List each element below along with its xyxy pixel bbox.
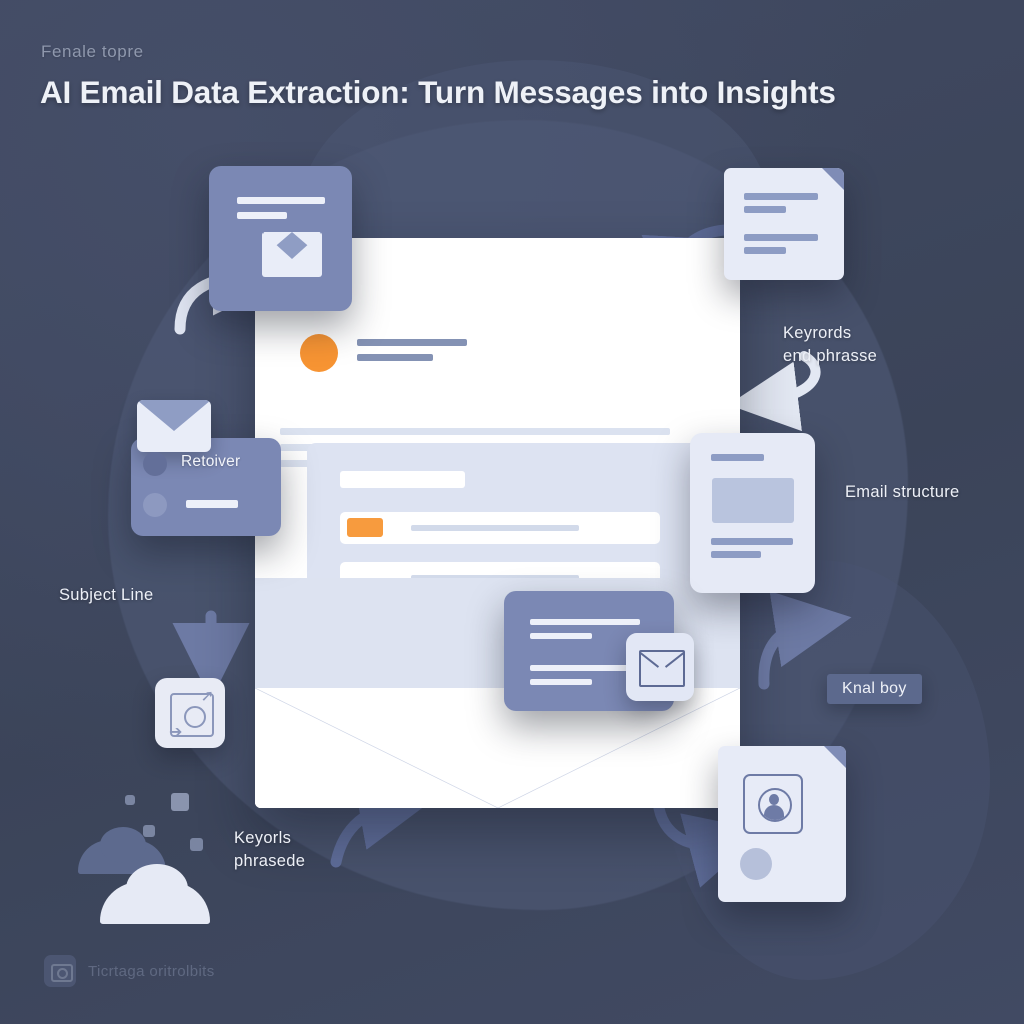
document-line bbox=[744, 206, 786, 213]
annotation-mail-body-badge: Knal boy bbox=[827, 674, 922, 704]
status-badge bbox=[347, 518, 383, 537]
sender-meta-bar bbox=[357, 354, 433, 361]
card-line bbox=[237, 197, 325, 204]
camera-icon bbox=[44, 955, 76, 987]
document-line bbox=[744, 193, 818, 200]
document-dot bbox=[740, 848, 772, 880]
card-line bbox=[530, 665, 640, 671]
envelope-fold-left bbox=[255, 688, 498, 808]
scan-icon: ➚ ➔ bbox=[169, 689, 214, 741]
arrow-up-right-icon: ➚ bbox=[200, 688, 214, 705]
person-icon bbox=[743, 774, 803, 834]
scan-expand-chip[interactable]: ➚ ➔ bbox=[155, 678, 225, 748]
result-row[interactable] bbox=[340, 512, 660, 544]
contact-avatar bbox=[143, 493, 167, 517]
sparkle-square bbox=[171, 793, 189, 811]
card-line bbox=[530, 633, 592, 639]
sparkle-square bbox=[143, 825, 155, 837]
card-line bbox=[237, 212, 287, 219]
image-placeholder bbox=[712, 478, 794, 523]
central-email-panel[interactable] bbox=[255, 238, 740, 808]
envelope-icon bbox=[262, 232, 322, 277]
eyebrow-text: Fenale topre bbox=[41, 42, 144, 61]
arrow-down-left-icon: ➔ bbox=[169, 724, 183, 741]
document-line bbox=[744, 234, 818, 241]
result-row-text bbox=[411, 525, 579, 531]
receiver-label: Retoiver bbox=[181, 453, 241, 470]
envelope-icon bbox=[137, 400, 211, 452]
sparkle-square bbox=[125, 795, 135, 805]
card-line bbox=[530, 619, 640, 625]
avatar bbox=[300, 334, 338, 372]
receiver-contact-card[interactable]: Retoiver bbox=[131, 400, 281, 536]
envelope-outline-icon bbox=[639, 650, 685, 687]
card-line bbox=[530, 679, 592, 685]
inbox-envelope-card[interactable] bbox=[209, 166, 352, 311]
annotation-keywords-right: Keyrords end phrasse bbox=[783, 324, 878, 366]
document-lines-card[interactable] bbox=[724, 168, 844, 280]
profile-document-card[interactable] bbox=[718, 746, 846, 902]
scan-icon-circle bbox=[184, 706, 206, 728]
watermark: Ticrtaga oritrolbits bbox=[44, 955, 215, 987]
contact-avatar bbox=[143, 452, 167, 476]
annotation-email-structure: Email structure bbox=[845, 483, 960, 501]
document-line bbox=[744, 247, 786, 254]
card-line bbox=[186, 500, 238, 508]
envelope-outline-chip[interactable] bbox=[626, 633, 694, 701]
person-icon-body bbox=[764, 805, 784, 820]
arrow-subject-line-down bbox=[172, 610, 250, 700]
body-line bbox=[280, 428, 670, 435]
structure-line bbox=[711, 551, 761, 558]
sparkle-square bbox=[190, 838, 203, 851]
document-fold-corner bbox=[822, 168, 844, 190]
structure-line bbox=[711, 538, 793, 545]
document-fold-corner bbox=[824, 746, 846, 768]
email-structure-card[interactable] bbox=[690, 433, 815, 593]
results-title-placeholder bbox=[340, 471, 465, 488]
cloud-shape-large bbox=[100, 864, 210, 924]
structure-title-line bbox=[711, 454, 764, 461]
person-icon-head bbox=[769, 794, 779, 805]
watermark-text: Ticrtaga oritrolbits bbox=[88, 962, 215, 980]
annotation-keywords-left: Keyorls phrasede bbox=[234, 829, 306, 871]
annotation-subject-line: Subject Line bbox=[59, 586, 154, 604]
person-icon-circle bbox=[758, 788, 792, 822]
page-title: AI Email Data Extraction: Turn Messages … bbox=[40, 74, 836, 110]
sender-name-bar bbox=[357, 339, 467, 346]
